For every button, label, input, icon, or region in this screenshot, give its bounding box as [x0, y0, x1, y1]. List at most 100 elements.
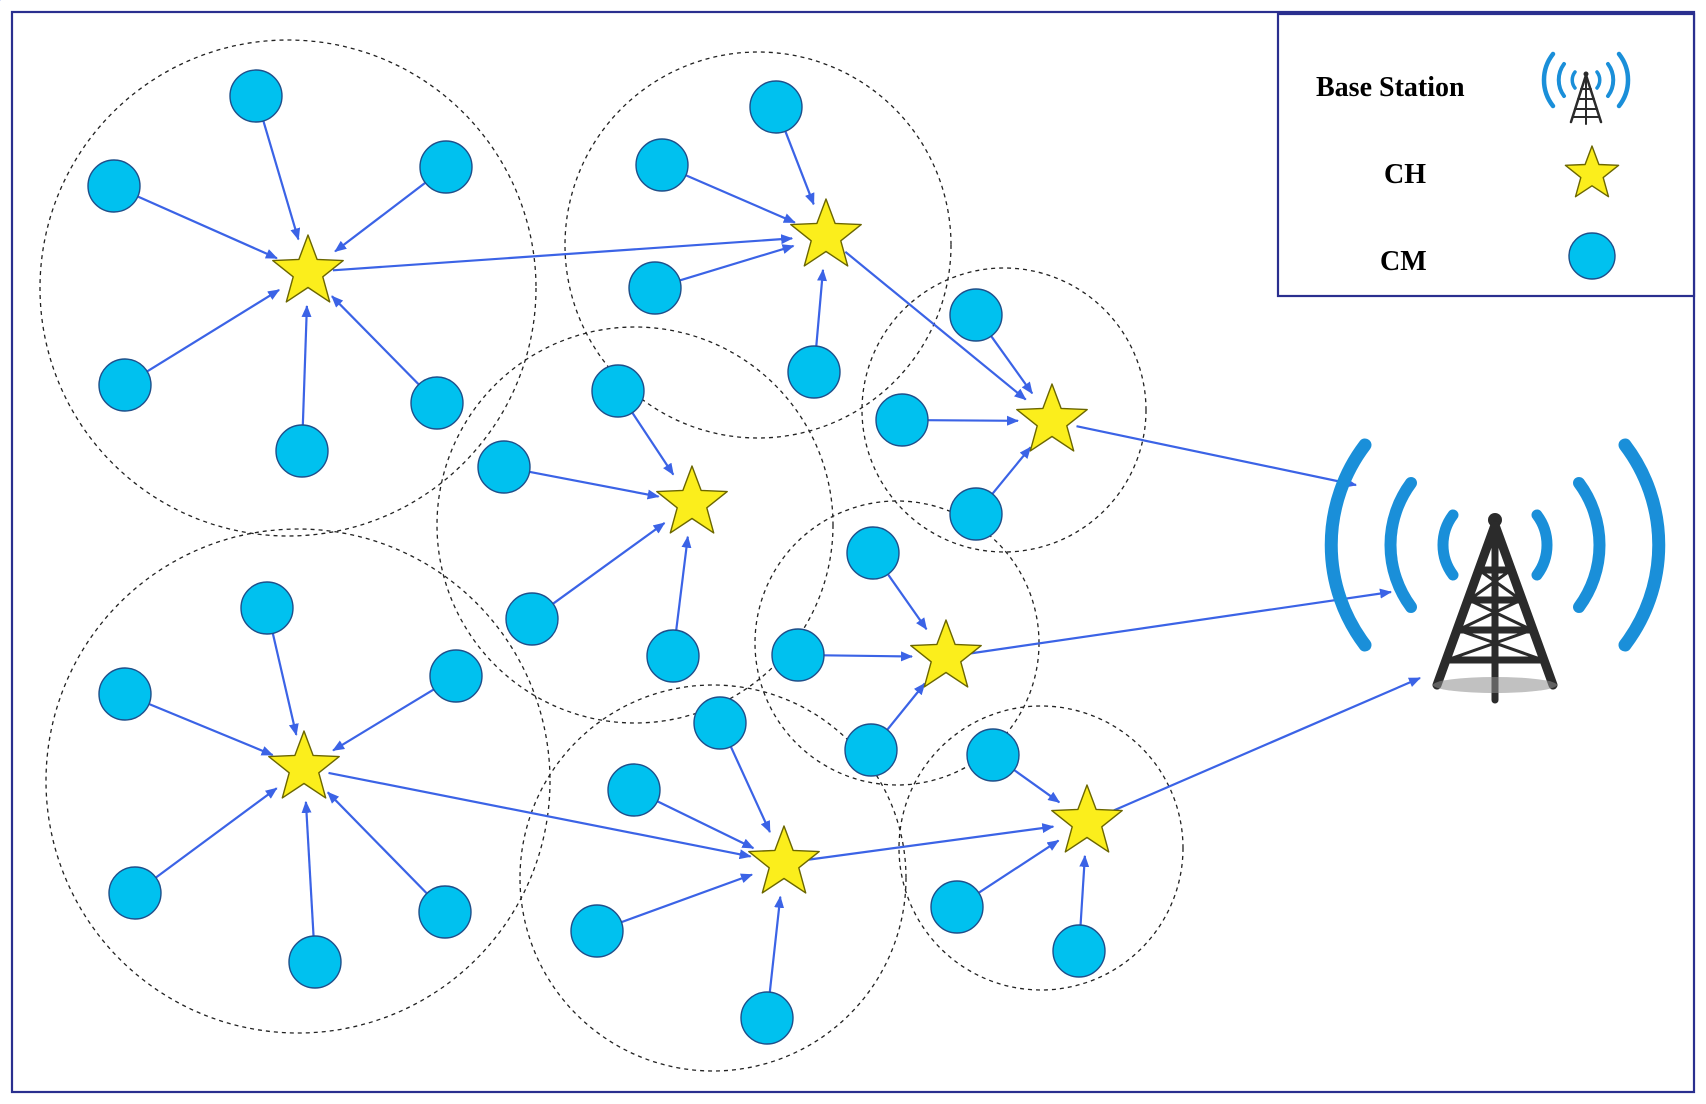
member-to-head-link [885, 682, 926, 732]
cluster-member-node [966, 728, 1020, 782]
cluster-head-star [748, 825, 820, 894]
cluster-head-star [268, 730, 340, 799]
member-to-head-link [136, 195, 278, 260]
cluster-member-node [635, 138, 689, 192]
member-to-head-link [768, 895, 785, 994]
member-to-head-link [154, 787, 278, 879]
member-to-head-link [271, 632, 299, 736]
cluster-heads [268, 198, 1123, 894]
cluster-member-node [949, 288, 1003, 342]
cluster-ring [519, 684, 907, 1072]
member-to-head-link [675, 535, 692, 632]
member-to-head-link [822, 651, 913, 662]
cluster-member-node [410, 376, 464, 430]
legend-ch-label: CH [1384, 159, 1426, 190]
legend-circle-node-icon [1568, 232, 1616, 280]
cluster-member-node [418, 885, 472, 939]
legend-box [1276, 12, 1696, 298]
cluster-ring [564, 51, 952, 439]
member-to-head-link [886, 572, 928, 631]
member-to-head-link [262, 119, 301, 241]
legend: Base Station CH CM [1276, 12, 1696, 298]
legend-base-station-icon [1541, 51, 1631, 125]
cluster-ring [861, 267, 1147, 553]
cluster-member-node [646, 629, 700, 683]
legend-cm-label: CM [1380, 246, 1427, 277]
member-to-head-link [977, 839, 1060, 895]
cluster-member-node [787, 345, 841, 399]
member-to-head-link [1079, 854, 1090, 927]
cluster-member-node [419, 140, 473, 194]
base-station [1324, 438, 1666, 704]
member-to-head-link [678, 244, 795, 282]
signal-waves [1324, 438, 1666, 652]
head-to-head-link [328, 771, 752, 860]
cluster-ring [898, 705, 1184, 991]
cluster-ring [436, 326, 834, 724]
cluster-member-node [477, 440, 531, 494]
member-to-head-link [301, 800, 315, 938]
cluster-member-node [229, 69, 283, 123]
cluster-member-node [240, 581, 294, 635]
member-to-head-link [1012, 768, 1061, 804]
cluster-member-node [87, 159, 141, 213]
cluster-member-node [98, 667, 152, 721]
cluster-head-star [790, 198, 862, 267]
cluster-member-node [771, 628, 825, 682]
radio-tower-icon [1324, 438, 1666, 704]
cluster-member-node [875, 393, 929, 447]
member-to-head-link [729, 745, 771, 834]
head-to-base-station-link [970, 588, 1392, 655]
cluster-head-star [272, 234, 344, 303]
legend-star-icon [1564, 145, 1620, 198]
member-to-head-link [332, 687, 436, 752]
cluster-head-star [656, 465, 728, 534]
cluster-member-node [846, 526, 900, 580]
member-to-head-link [147, 702, 274, 757]
member-to-head-link [684, 173, 796, 224]
member-to-head-link [327, 791, 429, 895]
cluster-member-node [429, 649, 483, 703]
cluster-member-node [570, 904, 624, 958]
cluster-member-node [505, 592, 559, 646]
head-to-head-link [844, 250, 1027, 401]
member-to-head-link [620, 873, 753, 924]
member-to-head-link [989, 334, 1034, 395]
cluster-head-star [910, 619, 982, 688]
cluster-member-node [930, 880, 984, 934]
member-to-head-link [334, 181, 427, 253]
links [136, 119, 1421, 994]
cluster-member-node [288, 935, 342, 989]
cluster-ring [45, 528, 551, 1034]
member-to-head-link [528, 470, 660, 500]
cluster-head-star [1051, 784, 1123, 853]
cluster-members [87, 69, 1106, 1045]
cluster-member-node [607, 763, 661, 817]
cluster-member-node [108, 866, 162, 920]
member-to-head-link [630, 411, 675, 476]
member-to-head-link [145, 288, 280, 373]
cluster-head-star [1016, 383, 1088, 452]
cluster-member-node [740, 991, 794, 1045]
member-to-head-link [331, 295, 421, 386]
cluster-member-node [591, 364, 645, 418]
cluster-member-node [844, 723, 898, 777]
member-to-head-link [301, 305, 312, 427]
cluster-member-node [1052, 924, 1106, 978]
cluster-member-node [693, 696, 747, 750]
tower-structure [1432, 513, 1558, 704]
cluster-member-node [749, 80, 803, 134]
cluster-member-node [949, 487, 1003, 541]
legend-base-station-label: Base Station [1316, 72, 1465, 103]
member-to-head-link [815, 268, 828, 348]
member-to-head-link [926, 415, 1019, 426]
head-to-base-station-link [1109, 676, 1421, 814]
cluster-member-node [98, 358, 152, 412]
head-to-head-link [332, 234, 794, 272]
member-to-head-link [551, 522, 666, 606]
member-to-head-link [656, 799, 755, 850]
cluster-member-node [628, 261, 682, 315]
cluster-member-node [275, 424, 329, 478]
member-to-head-link [783, 129, 815, 206]
